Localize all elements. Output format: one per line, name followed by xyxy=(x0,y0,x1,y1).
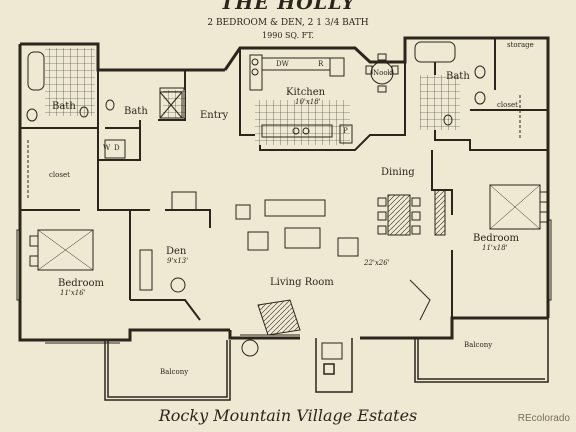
den-dims: 9'x13' xyxy=(167,257,189,265)
dining-set xyxy=(377,194,421,236)
storage-label: storage xyxy=(507,41,534,49)
pantry-label: P xyxy=(343,127,348,135)
washer-label: W xyxy=(103,144,111,152)
balconies xyxy=(104,318,549,401)
plan-title: THE HOLLY xyxy=(220,0,356,14)
dining-label: Dining xyxy=(381,167,415,178)
kitchen-dims: 10'x18' xyxy=(295,98,321,106)
nook-table xyxy=(365,53,399,93)
entry-label: Entry xyxy=(200,110,229,121)
living-room-dims: 22'x26' xyxy=(364,259,390,267)
closet-right-label: closet xyxy=(497,101,518,109)
exterior-walls xyxy=(18,36,550,342)
kitchen-label: Kitchen xyxy=(286,87,326,98)
community-name: Rocky Mountain Village Estates xyxy=(158,406,418,425)
living-room-label: Living Room xyxy=(270,277,334,288)
listing-credit: REcolorado xyxy=(517,413,570,424)
closet-left-label: closet xyxy=(49,171,70,179)
den-label: Den xyxy=(166,246,187,257)
bath-center-label: Bath xyxy=(124,106,148,117)
bedroom-left-dims: 11'x16' xyxy=(60,289,86,297)
plan-area: 1990 SQ. FT. xyxy=(262,31,314,40)
balcony-left-label: Balcony xyxy=(160,368,189,376)
fridge-label: R xyxy=(318,60,324,68)
bath-right-label: Bath xyxy=(446,71,470,82)
beds xyxy=(29,184,548,271)
kitchen-counters xyxy=(249,54,353,144)
bedroom-right-label: Bedroom xyxy=(473,233,519,244)
den-furniture xyxy=(139,191,197,293)
bedroom-left-label: Bedroom xyxy=(58,278,104,289)
plan-subtitle: 2 BEDROOM & DEN, 2 1 3/4 BATH xyxy=(207,18,369,28)
dw-label: DW xyxy=(276,60,289,68)
dryer-label: D xyxy=(114,144,120,152)
balcony-right-label: Balcony xyxy=(464,341,493,349)
bedroom-right-dims: 11'x18' xyxy=(482,244,508,252)
closets xyxy=(27,95,521,200)
nook-label: Nook xyxy=(373,69,392,77)
bath-left-label: Bath xyxy=(52,101,76,112)
chase xyxy=(159,91,183,119)
living-furniture xyxy=(235,189,446,360)
